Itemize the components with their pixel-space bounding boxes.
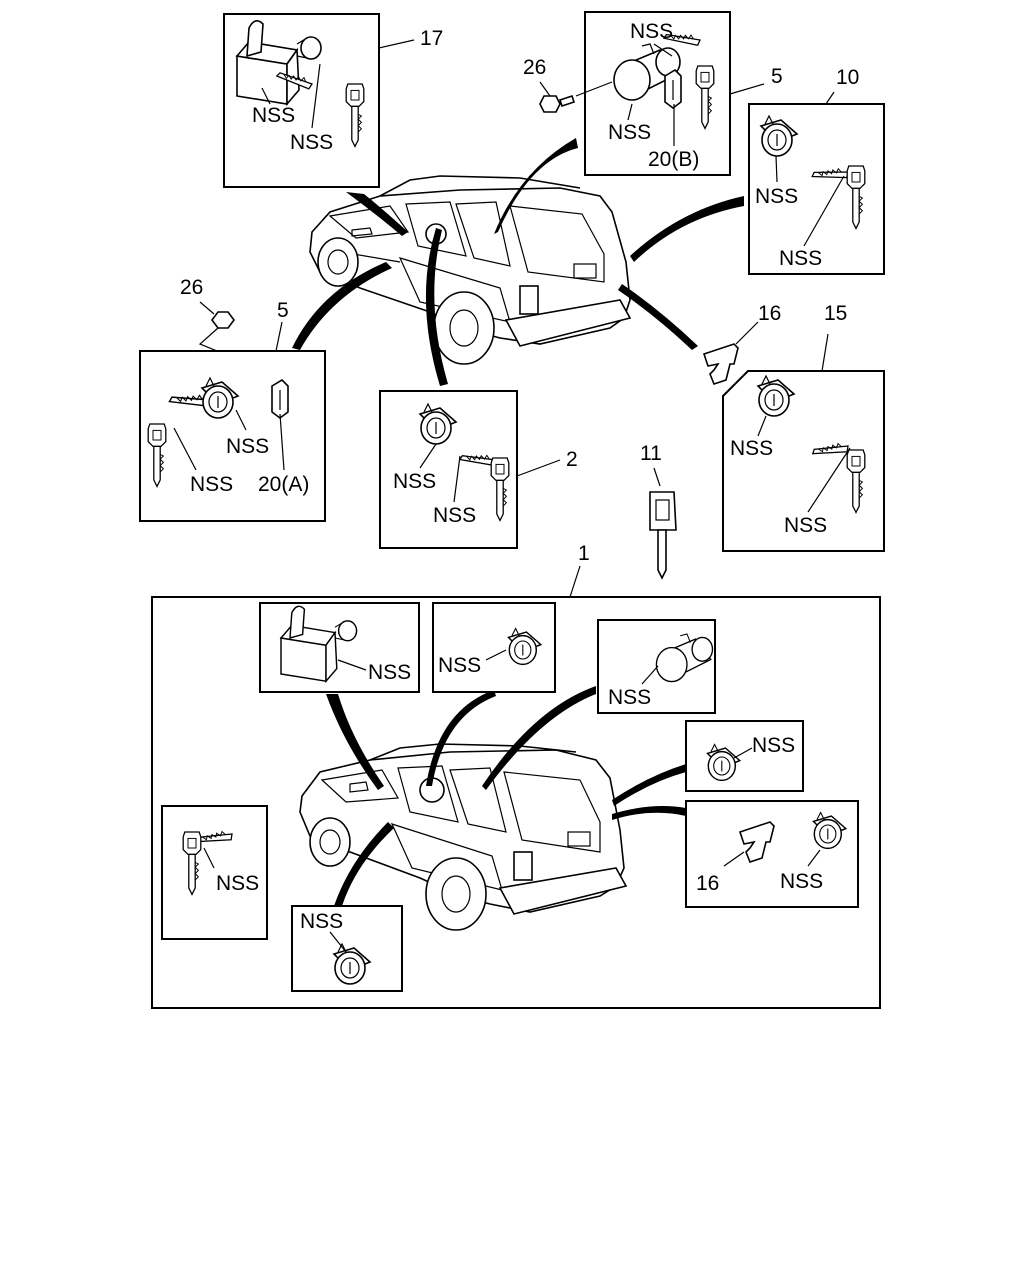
nss-label: NSS: [393, 470, 436, 493]
box-1: 1: [151, 542, 881, 1009]
nss-label: NSS: [784, 514, 827, 537]
nss-label: NSS: [608, 686, 651, 709]
sub-box-key: NSS: [161, 805, 268, 940]
nss-label: NSS: [438, 654, 481, 677]
sub-box-fuel: NSS: [597, 619, 716, 714]
callout-20a: 20(A): [258, 473, 309, 496]
sub-box-door-cylinder: NSS: [291, 905, 403, 992]
callout-11: 11: [640, 442, 662, 465]
box-5-left: NSS NSS 20(A) 5: [139, 299, 326, 522]
sub-box-latch: NSS: [259, 602, 420, 693]
leader-lines-bottom: [326, 686, 686, 906]
callout-1: 1: [578, 542, 590, 565]
key-11: 11: [640, 442, 677, 580]
nss-label: NSS: [780, 870, 823, 893]
vehicle-illustration-bottom: [299, 743, 628, 931]
nss-label: NSS: [226, 435, 269, 458]
vehicle-illustration-top: [309, 175, 632, 365]
box-15: NSS NSS 15: [722, 302, 885, 552]
callout-26: 26: [523, 56, 546, 79]
nss-label: NSS: [290, 131, 333, 154]
nss-label: NSS: [630, 20, 673, 43]
sub-box-cylinder-1: NSS: [432, 602, 556, 693]
sub-box-cylinder-2: NSS: [685, 720, 804, 792]
nss-label: NSS: [433, 504, 476, 527]
nss-label: NSS: [216, 872, 259, 895]
callout-15: 15: [824, 302, 847, 325]
nss-label: NSS: [730, 437, 773, 460]
box-17: NSS NSS 17: [223, 13, 443, 188]
sub-box-clip-16: 16 NSS: [685, 800, 859, 908]
nss-label: NSS: [755, 185, 798, 208]
bolt-26-top: 26: [523, 56, 613, 113]
callout-10: 10: [836, 66, 859, 89]
callout-5: 5: [277, 299, 289, 322]
nss-label: NSS: [190, 473, 233, 496]
callout-16: 16: [696, 872, 719, 895]
clip-16-top: 16: [703, 302, 781, 385]
box-5-top: NSS NSS 20(B) 5: [584, 11, 783, 176]
nss-label: NSS: [608, 121, 651, 144]
nss-label: NSS: [252, 104, 295, 127]
callout-20b: 20(B): [648, 148, 699, 171]
box-10: NSS NSS 10: [748, 66, 885, 275]
callout-26: 26: [180, 276, 203, 299]
callout-16: 16: [758, 302, 781, 325]
nss-label: NSS: [300, 910, 343, 933]
box-2: NSS NSS 2: [379, 390, 578, 549]
nss-label: NSS: [368, 661, 411, 684]
nss-label: NSS: [779, 247, 822, 270]
callout-17: 17: [420, 27, 443, 50]
nss-label: NSS: [752, 734, 795, 757]
callout-5: 5: [771, 65, 783, 88]
callout-2: 2: [566, 448, 578, 471]
leader-lines-top: [292, 138, 744, 386]
